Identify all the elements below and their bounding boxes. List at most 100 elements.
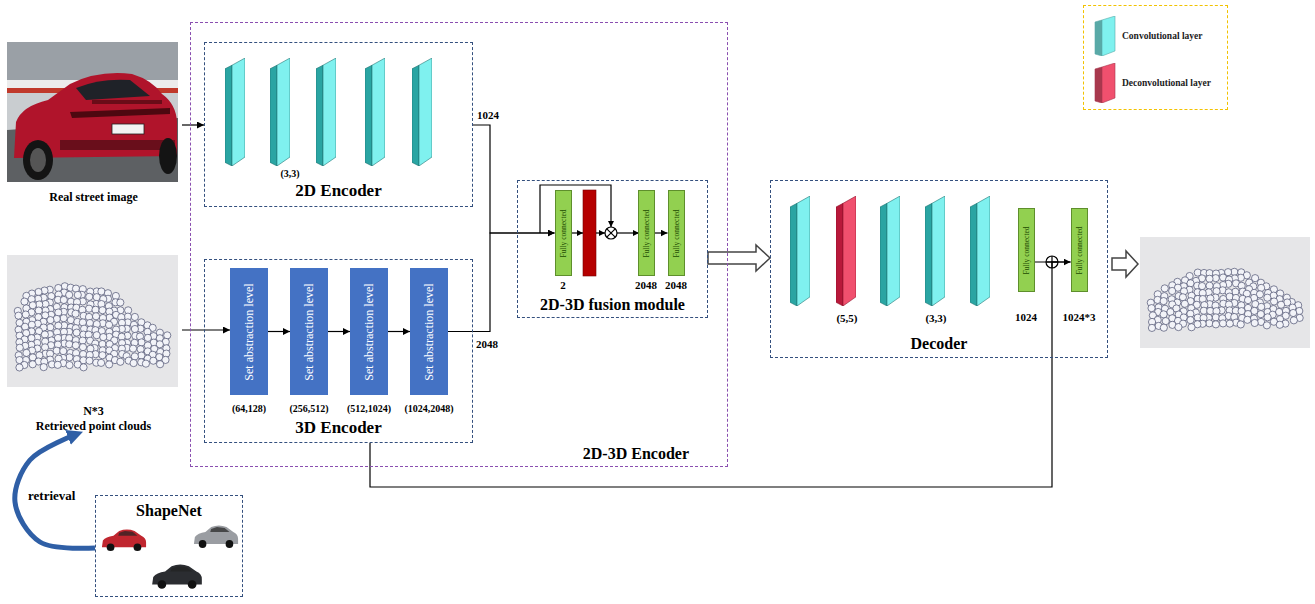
conv-layer: [790, 196, 810, 306]
conv-layer: [925, 196, 945, 306]
cloud-point: [1237, 321, 1244, 328]
cloud-point: [1161, 285, 1168, 292]
cloud-point: [129, 345, 136, 352]
connector: [473, 125, 555, 233]
cloud-point: [60, 315, 67, 322]
module-title: 2D-3D Encoder: [583, 445, 689, 463]
module-box: 3D EncoderSet abstraction level(64,128)S…: [204, 259, 473, 443]
wire: [617, 232, 639, 233]
wire: [596, 232, 605, 233]
cloud-point: [99, 352, 106, 359]
cloud-point: [79, 344, 86, 351]
cloud-point: [23, 349, 30, 356]
cloud-point: [1290, 309, 1297, 316]
layer-name: Set abstraction level: [422, 283, 436, 380]
layer-size: 2048: [635, 279, 657, 291]
cloud-point: [80, 364, 87, 371]
cloud-point: [29, 361, 36, 368]
cloud-point: [106, 361, 113, 368]
conv-layer: [270, 58, 290, 166]
connector: [448, 233, 555, 332]
conv-layer: [970, 196, 990, 306]
layer-size: 1024: [1015, 311, 1037, 323]
conv-layers: [225, 58, 990, 306]
image-caption: Real street image: [49, 190, 137, 205]
deconv-layer: [836, 196, 856, 306]
cloud-point: [131, 313, 138, 320]
cloud-point: [93, 294, 100, 301]
cloud-point: [1162, 317, 1169, 324]
legend-text: Convolutional layer: [1122, 31, 1203, 41]
layer-name: Fully connected: [1022, 226, 1031, 274]
cloud-point: [86, 293, 93, 300]
retrieval-arrow: [15, 434, 95, 548]
cloud-point: [1263, 322, 1270, 329]
conv-layer: [412, 58, 432, 166]
cloud-point: [1244, 297, 1251, 304]
multiply-symbol: [607, 229, 615, 237]
cloud-point: [1160, 297, 1167, 304]
connector: [268, 331, 290, 332]
cloud-point: [1213, 288, 1220, 295]
fully-connected-box: Fully connected1024*3: [1071, 208, 1088, 292]
multiply-symbol: [605, 227, 617, 239]
connector: [182, 124, 204, 125]
cloud-point: [98, 359, 105, 366]
layer-name: Fully connected: [559, 209, 568, 257]
dimension-label: (3,3): [280, 168, 299, 179]
arrow-label: retrieval: [28, 488, 75, 504]
image-panel: N*3Retrieved point clouds: [5, 252, 182, 434]
cloud-point: [54, 334, 61, 341]
layer-dims: (256,512): [289, 403, 328, 414]
cloud-point: [79, 337, 86, 344]
cloud-point: [54, 361, 61, 368]
layer-name: Set abstraction level: [362, 283, 376, 380]
fully-connected-box: Fully connected2048: [668, 190, 685, 276]
car-spoiler: [92, 100, 162, 104]
layer-size: 2: [560, 279, 566, 291]
cloud-point: [1181, 300, 1188, 307]
car-model: [194, 526, 238, 549]
cloud-point: [66, 361, 73, 368]
conv-layer: [316, 58, 336, 166]
cloud-point: [48, 293, 55, 300]
cloud-point: [86, 319, 93, 326]
cloud-point: [117, 299, 124, 306]
cloud-point: [150, 357, 157, 364]
cloud-point: [92, 306, 99, 313]
cloud-point: [131, 325, 138, 332]
dimension-label: 1024: [477, 109, 499, 121]
layer-name: Set abstraction level: [242, 283, 256, 380]
module-box: 2D Encoder: [204, 42, 473, 207]
fully-connected-box: Fully connected1024: [1018, 208, 1035, 292]
cloud-point: [1188, 324, 1195, 331]
cloud-point: [1179, 294, 1186, 301]
cloud-point: [92, 313, 99, 320]
legend-swatch: [1094, 16, 1116, 56]
wire: [540, 185, 611, 233]
cloud-point: [1258, 284, 1265, 291]
cloud-point: [35, 288, 42, 295]
dimension-label: (5,5): [836, 312, 857, 324]
cloud-point: [22, 311, 29, 318]
cloud-point: [144, 334, 151, 341]
cloud-point: [99, 307, 106, 314]
cloud-point: [72, 310, 79, 317]
cloud-point: [47, 324, 54, 331]
module-title: 2D Encoder: [295, 181, 381, 201]
cloud-point: [53, 347, 60, 354]
fusion-internals: [540, 185, 639, 276]
car-rim: [30, 148, 46, 172]
point-cloud: [1147, 268, 1303, 331]
cloud-point: [131, 353, 138, 360]
car-plate: [112, 124, 144, 134]
cloud-point: [1257, 311, 1264, 318]
legend-swatch: [1094, 63, 1116, 103]
cloud-point: [1251, 319, 1258, 326]
car-bumper: [60, 140, 175, 150]
cloud-point: [105, 321, 112, 328]
multiply-symbol: [607, 229, 615, 237]
cloud-point: [1276, 321, 1283, 328]
connector: [328, 331, 350, 332]
